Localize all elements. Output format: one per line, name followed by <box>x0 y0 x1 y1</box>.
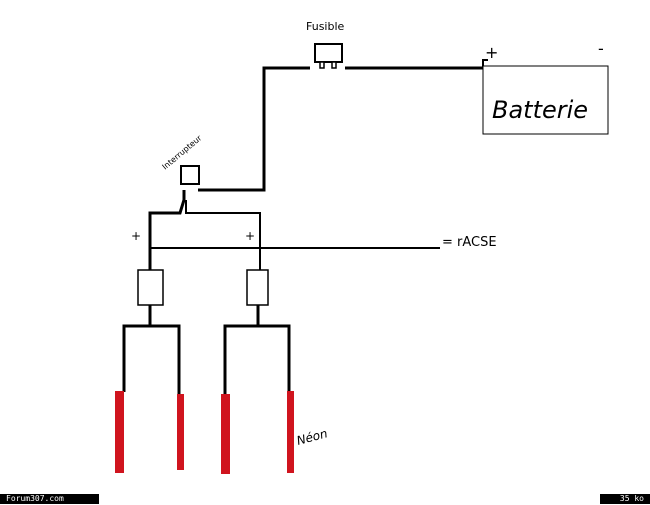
accessory-label: = rACSE <box>442 235 497 250</box>
file-size: 35 ko <box>600 494 650 504</box>
neon-tubes <box>115 391 294 474</box>
battery-label: Batterie <box>492 96 588 124</box>
relay1-plus-label: + <box>131 229 141 243</box>
neon-tube <box>287 391 294 473</box>
wire-relay1-to-tubes <box>122 305 181 395</box>
fuse <box>314 43 343 63</box>
wire-switch-to-relay1 <box>148 190 186 270</box>
neon-tube <box>177 394 184 470</box>
neon-tube <box>221 394 230 474</box>
wires <box>122 59 488 395</box>
relay-2 <box>246 269 269 306</box>
switch <box>180 165 200 185</box>
neon-label: Néon <box>295 426 329 448</box>
wire-switch-to-relay2 <box>185 200 261 270</box>
relay-1 <box>137 269 164 306</box>
wire-fuse-to-switch <box>198 66 310 192</box>
battery-plus-label: + <box>485 43 498 62</box>
relay2-plus-label: + <box>245 229 255 243</box>
site-watermark: Forum307.com <box>0 494 99 504</box>
neon-tube <box>115 391 124 473</box>
wire-relay2-to-tubes <box>223 305 291 395</box>
battery <box>482 65 609 135</box>
battery-minus-label: - <box>598 39 604 58</box>
fuse-label: Fusible <box>306 20 345 33</box>
